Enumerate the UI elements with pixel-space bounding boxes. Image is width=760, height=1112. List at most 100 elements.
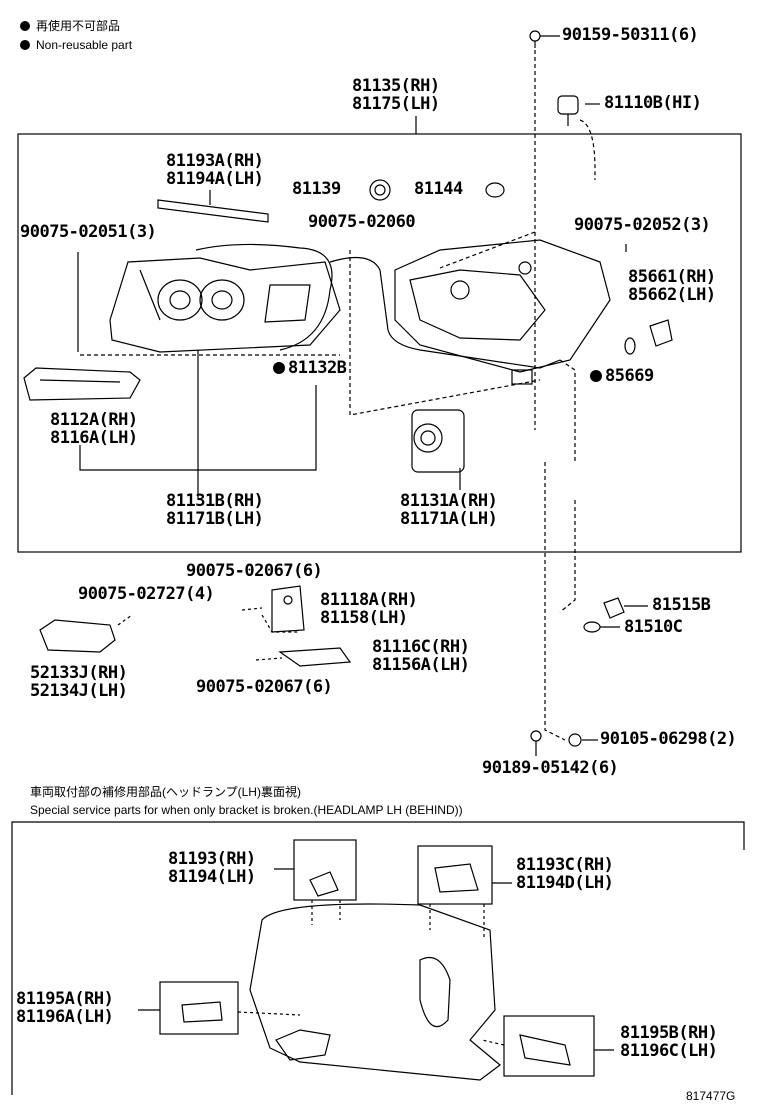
part-label: 81193(RH) (168, 849, 256, 869)
part-label-pair: 52133J(RH) 52134J(LH) (30, 663, 128, 701)
part-label: 81132B (288, 358, 347, 378)
service-section-frame (11, 821, 745, 1095)
part-label: 81510C (624, 617, 683, 637)
inset-81193C (417, 845, 493, 905)
bulb-81510C (583, 621, 601, 633)
part-label: 85669 (605, 366, 654, 386)
part-label: 90159-50311(6) (562, 25, 699, 45)
service-note-ja: 車両取付部の補修用部品(ヘッドランプ(LH)裏面視) (30, 785, 301, 799)
part-label: 81194(LH) (168, 867, 256, 887)
part-label: 81194A(LH) (166, 169, 264, 189)
leader-81131B (79, 350, 317, 500)
part-label: 81135(RH) (352, 76, 440, 96)
seal-81132B-right (329, 256, 561, 369)
part-label: 81110B(HI) (604, 93, 702, 113)
part-label: 81144 (414, 179, 463, 199)
part-label: 8112A(RH) (50, 410, 138, 430)
part-label-pair: 81116C(RH) 81156A(LH) (372, 637, 470, 675)
part-label: 90075-02060 (308, 212, 416, 232)
nonreusable-dot-icon (590, 370, 602, 382)
assembly-frame (17, 133, 742, 553)
part-label-pair: 81193C(RH) 81194D(LH) (516, 855, 614, 893)
bolt-90159 (529, 30, 541, 48)
part-label: 81195A(RH) (16, 989, 114, 1009)
nonreusable-dot-icon (273, 362, 285, 374)
grommet-85669 (624, 337, 636, 355)
cap-81144 (485, 182, 505, 198)
part-label: 81131B(RH) (166, 491, 264, 511)
legend-label-ja: 再使用不可部品 (36, 19, 121, 33)
bracket-81116C (278, 647, 352, 667)
bulb-81110B (557, 95, 579, 126)
legend-label-en: Non-reusable part (36, 38, 133, 52)
nonreusable-dot-icon (20, 40, 30, 50)
part-label: 81118A(RH) (320, 590, 418, 610)
part-label: 52133J(RH) (30, 663, 128, 683)
part-label: 81171B(LH) (166, 509, 264, 529)
part-label: 90075-02051(3) (20, 222, 157, 242)
dashed-guides-top (439, 50, 596, 430)
part-label: 85661(RH) (628, 267, 716, 287)
socket-81515B (603, 597, 625, 619)
part-label-pair: 81131B(RH) 81171B(LH) (166, 491, 264, 529)
bracket-81118A (271, 585, 305, 633)
part-label-pair: 8112A(RH) 8116A(LH) (50, 412, 138, 447)
part-label: 90075-02727(4) (78, 584, 215, 604)
part-label-pair: 81135(RH) 81175(LH) (352, 78, 440, 113)
part-label: 8116A(LH) (50, 428, 138, 448)
part-label-pair: 81195B(RH) 81196C(LH) (620, 1023, 718, 1061)
housing-rear-illustration (249, 903, 501, 1081)
part-label: 85662(LH) (628, 285, 716, 305)
part-label-nonreusable: 81132B (273, 358, 347, 378)
part-label-pair: 81195A(RH) 81196A(LH) (16, 989, 114, 1027)
part-label: 81196A(LH) (16, 1007, 114, 1027)
part-label: 81116C(RH) (372, 637, 470, 657)
part-8112A (23, 367, 141, 401)
part-label: 90105-06298(2) (600, 729, 737, 749)
part-label: 81193A(RH) (166, 151, 264, 171)
service-note-en: Special service parts for when only brac… (30, 803, 463, 817)
inset-81195A (159, 981, 239, 1035)
part-label: 81195B(RH) (620, 1023, 718, 1043)
inset-81193 (293, 839, 357, 901)
part-label-nonreusable: 85669 (590, 368, 654, 385)
part-85661 (649, 319, 673, 347)
diagram-id: 817477G (686, 1089, 736, 1103)
part-label-pair: 81193A(RH) 81194A(LH) (166, 151, 264, 189)
part-label: 81171A(LH) (400, 509, 498, 529)
part-label-pair: 81118A(RH) 81158(LH) (320, 590, 418, 628)
part-label: 81193C(RH) (516, 855, 614, 875)
headlamp-housing-illustration (394, 239, 611, 385)
legend-row-ja: 再使用不可部品 (20, 17, 120, 34)
part-label: 81139 (292, 179, 341, 199)
part-label-pair: 85661(RH) 85662(LH) (628, 269, 716, 304)
projector-81131A (411, 409, 465, 473)
part-label: 52134J(LH) (30, 681, 128, 701)
part-label: 90075-02052(3) (574, 215, 711, 235)
part-label: 81196C(LH) (620, 1041, 718, 1061)
part-label-pair: 81193(RH) 81194(LH) (168, 851, 256, 886)
bolt-90189 (530, 730, 542, 756)
bolt-90105 (568, 733, 582, 747)
part-label: 81194D(LH) (516, 873, 614, 893)
nonreusable-dot-icon (20, 20, 30, 31)
part-label: 81131A(RH) (400, 491, 498, 511)
part-label: 81515B (652, 595, 711, 615)
cap-81139 (369, 179, 391, 201)
part-label: 81175(LH) (352, 94, 440, 114)
part-label: 81158(LH) (320, 608, 408, 628)
part-label: 81156A(LH) (372, 655, 470, 675)
strip-81193A (157, 199, 269, 223)
legend-row-en: Non-reusable part (20, 38, 132, 52)
bracket-52133J (39, 614, 133, 653)
part-label: 90189-05142(6) (482, 758, 619, 778)
dashed-guides-middle (80, 250, 576, 741)
headlamp-lens-illustration (109, 257, 341, 353)
part-label-pair: 81131A(RH) 81171A(LH) (400, 491, 498, 529)
inset-81195B (503, 1015, 595, 1077)
part-label: 90075-02067(6) (196, 677, 333, 697)
seal-81132B (195, 243, 333, 351)
part-label: 90075-02067(6) (186, 561, 323, 581)
